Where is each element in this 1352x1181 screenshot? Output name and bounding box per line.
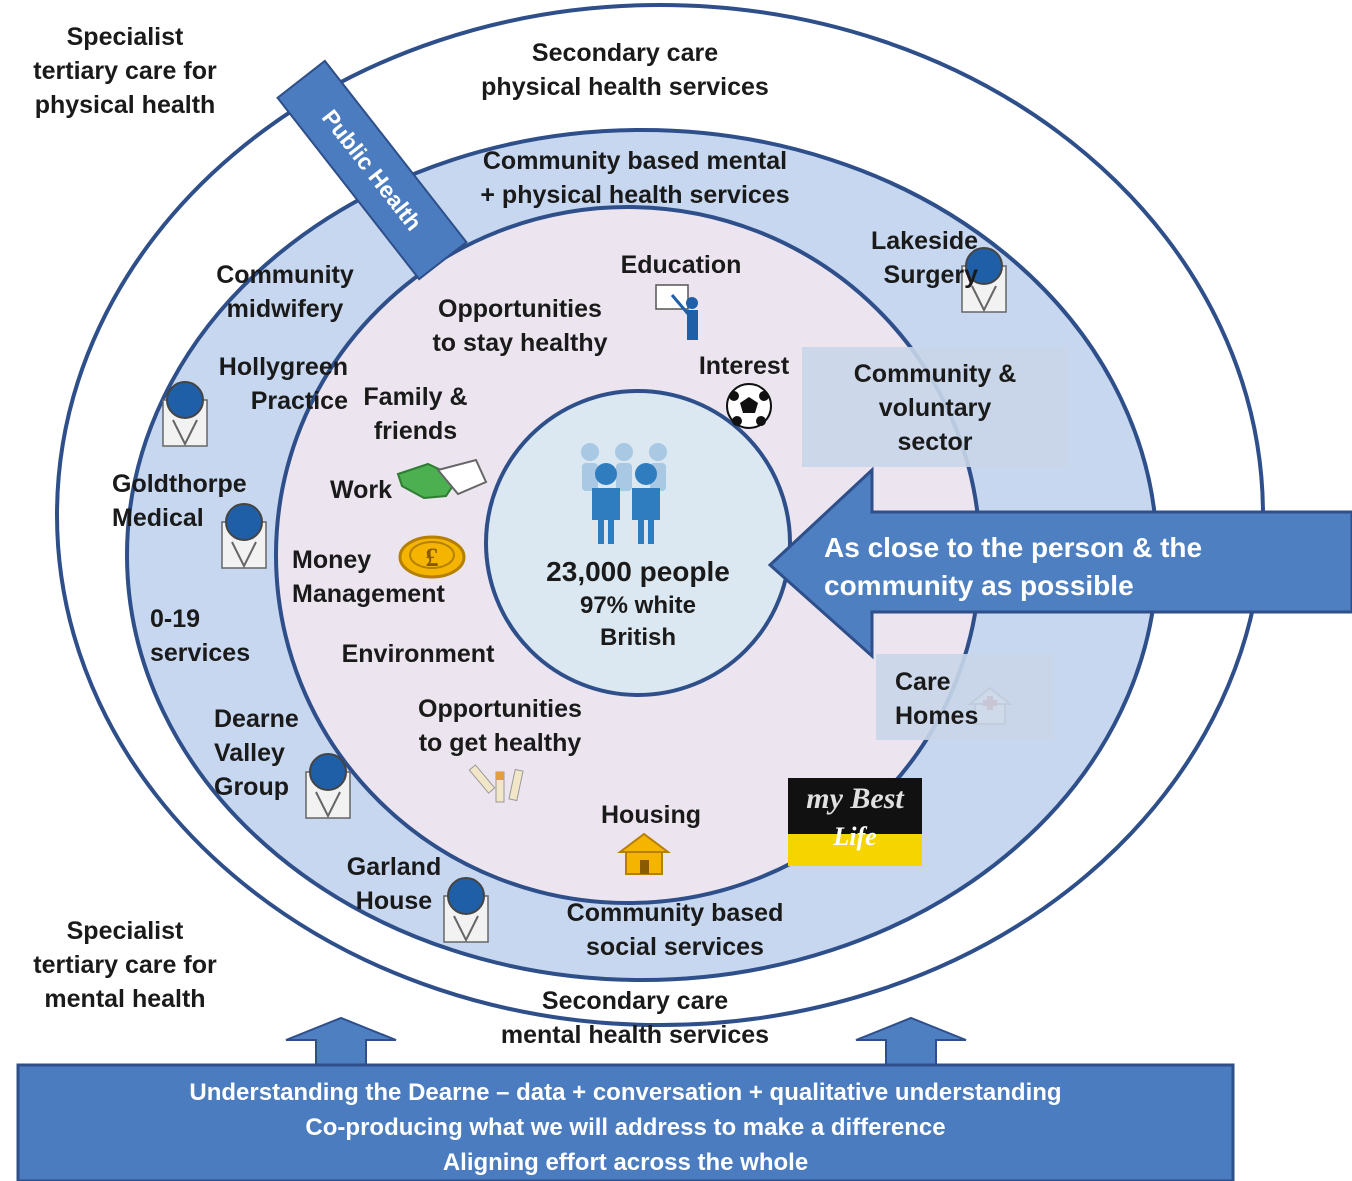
handshake-icon [396,458,488,500]
community-services-label: Community based mental+ physical health … [480,147,790,209]
pound-coin-icon: £ [398,535,466,579]
care-homes-box [876,654,1054,740]
football-icon [726,383,772,429]
right-arrow [767,466,1352,660]
svg-text:£: £ [426,543,439,572]
bottom-box [16,1063,1235,1181]
doctor-icon-garland [443,877,489,943]
work-label: Work [329,476,393,504]
doctor-icon-lakeside [961,247,1007,313]
my-best-life-logo [788,778,922,866]
bottom-box-text: Understanding the Dearne – data + conver… [189,1079,1062,1176]
doctor-icon-hollygreen [162,381,208,447]
house-icon [617,832,671,875]
up-arrow-left [285,1016,397,1067]
population-count: 23,000 people [546,556,730,587]
education-label: Education [620,251,742,279]
interest-label: Interest [698,352,790,380]
environment-label: Environment [341,640,495,668]
people-icon [581,443,667,544]
housing-label: Housing [601,801,701,829]
doctor-icon-goldthorpe [221,503,267,569]
cigarettes-icon [468,764,524,803]
family-friends-label: Family &friends [363,383,468,445]
teacher-icon [655,284,698,340]
voluntary-sector-box [802,347,1068,467]
up-arrow-right [855,1016,967,1067]
public-health-band [276,59,468,281]
doctor-icon-dearne [305,753,351,819]
